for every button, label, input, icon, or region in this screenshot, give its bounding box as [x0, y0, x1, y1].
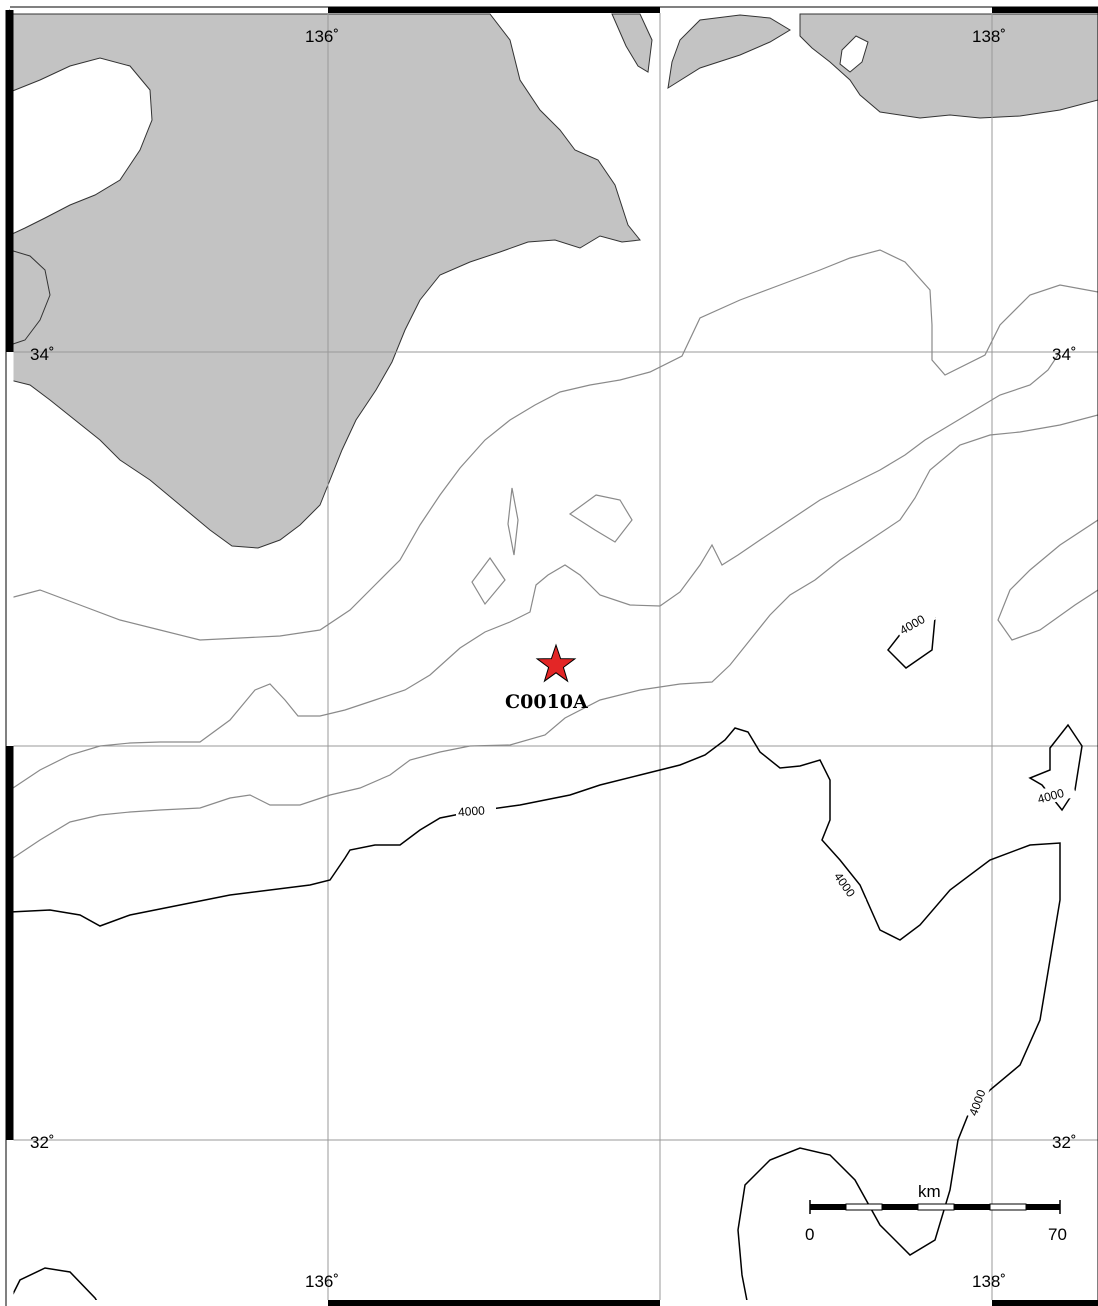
scale-bar-segment-2	[845, 1203, 883, 1211]
contour-label-bg-2	[893, 605, 937, 639]
contour-label-bg-5	[963, 1076, 993, 1120]
contour-4000-southwest	[9, 1267, 101, 1306]
scale-bar-segment-3	[882, 1204, 918, 1210]
contour-label-4: 4000	[1036, 786, 1066, 807]
scale-bar-segment-5	[954, 1204, 990, 1210]
contour-island-pill	[507, 487, 519, 556]
contour-island-diamond	[471, 556, 506, 606]
contour-shelf	[9, 249, 1098, 641]
lat-label-34-left: 34˚	[30, 345, 55, 364]
scale-bar-unit: km	[918, 1182, 941, 1201]
land-kii-peninsula	[9, 13, 641, 549]
land-lake	[839, 35, 869, 73]
lat-label-32-right: 32˚	[1052, 1133, 1077, 1152]
scale-bar-segment-4	[917, 1203, 955, 1211]
contour-label-1: 4000	[458, 803, 486, 819]
scale-bar: km 0 70	[805, 1182, 1067, 1244]
lat-label-32-left: 32˚	[30, 1133, 55, 1152]
lat-label-34-right: 34˚	[1052, 345, 1077, 364]
station-star-marker	[535, 643, 577, 683]
contour-label-bg-1	[456, 800, 496, 816]
scale-bar-segment-1	[810, 1204, 846, 1210]
lon-label-136-bottom: 136˚	[305, 1272, 339, 1291]
contour-4000-east	[1028, 723, 1083, 812]
lon-label-138-bottom: 138˚	[972, 1272, 1006, 1291]
lon-label-138-top: 138˚	[972, 27, 1006, 46]
land-chita-peninsula	[611, 13, 653, 73]
contour-label-bg-3	[829, 867, 867, 909]
land-kii-inner	[9, 57, 153, 236]
land-atsumi-peninsula	[667, 14, 791, 90]
lon-label-136-top: 136˚	[305, 27, 339, 46]
scale-bar-min: 0	[805, 1225, 814, 1244]
station-label: C0010A	[505, 691, 588, 713]
contour-deep	[9, 414, 1098, 861]
scale-bar-max: 70	[1048, 1225, 1067, 1244]
contour-east-arc	[997, 519, 1098, 641]
scale-bar-segment-7	[1026, 1204, 1060, 1210]
scale-bar-segment-6	[989, 1203, 1027, 1211]
contour-island-hex	[568, 494, 633, 543]
contour-mid	[9, 351, 1061, 791]
contour-label-bg-4	[1033, 781, 1077, 807]
land-enshu-coast	[799, 13, 1098, 119]
contour-4000-main	[9, 727, 1061, 1306]
